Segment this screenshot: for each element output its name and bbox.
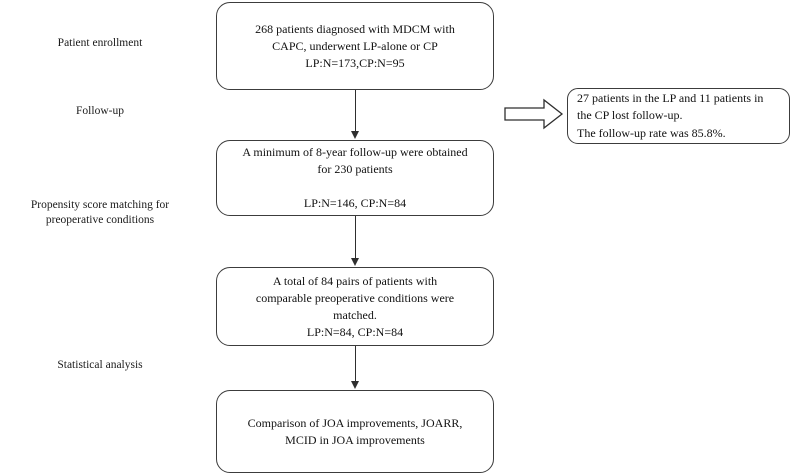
- down-arrow-icon: [350, 381, 359, 389]
- node-follow-up-obtained-text: A minimum of 8-year follow-up were obtai…: [242, 145, 468, 210]
- node-patient-enrollment-text: 268 patients diagnosed with MDCM with CA…: [255, 21, 455, 70]
- connector-enrollment-to-followup: [355, 90, 356, 133]
- stage-label-statistical-analysis: Statistical analysis: [57, 359, 143, 371]
- node-follow-up-obtained: A minimum of 8-year follow-up were obtai…: [216, 140, 494, 216]
- down-arrow-icon: [350, 258, 359, 266]
- down-arrow-icon: [350, 131, 359, 139]
- connector-matched-to-analysis: [355, 346, 356, 383]
- node-patient-enrollment: 268 patients diagnosed with MDCM with CA…: [216, 2, 494, 90]
- node-lost-to-follow-up-text: 27 patients in the LP and 11 patients in…: [577, 90, 764, 140]
- stage-label-follow-up: Follow-up: [76, 105, 124, 117]
- node-statistical-analysis: Comparison of JOA improvements, JOARR, M…: [216, 390, 494, 473]
- block-right-arrow-icon: [504, 98, 564, 130]
- connector-followup-to-matched: [355, 216, 356, 260]
- node-matched-pairs: A total of 84 pairs of patients with com…: [216, 267, 494, 346]
- node-lost-to-follow-up: 27 patients in the LP and 11 patients in…: [567, 88, 790, 144]
- stage-label-propensity-score-matching: Propensity score matching for preoperati…: [30, 199, 170, 226]
- node-matched-pairs-text: A total of 84 pairs of patients with com…: [255, 273, 455, 339]
- stage-label-patient-enrollment: Patient enrollment: [57, 37, 143, 49]
- node-statistical-analysis-text: Comparison of JOA improvements, JOARR, M…: [247, 415, 463, 447]
